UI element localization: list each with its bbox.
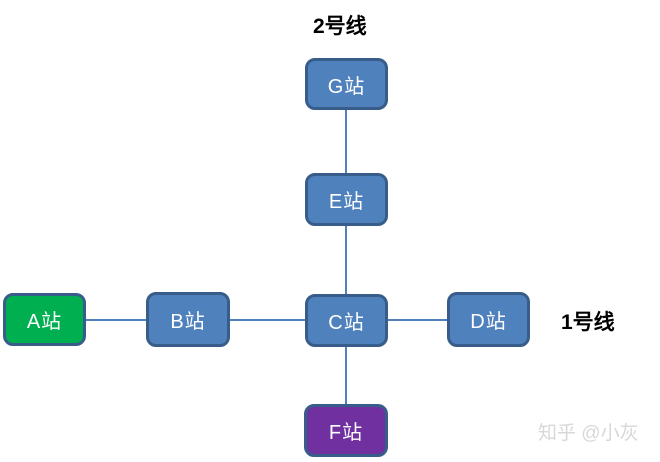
station-g: G站 xyxy=(305,58,388,110)
station-d: D站 xyxy=(447,292,530,347)
connector-e-c xyxy=(345,226,347,294)
station-d-label: D站 xyxy=(470,311,507,333)
station-c-label: C站 xyxy=(328,312,365,334)
connector-c-d xyxy=(387,319,447,321)
station-e-label: E站 xyxy=(328,191,365,213)
station-a: A站 xyxy=(3,293,86,346)
connector-c-f xyxy=(345,346,347,404)
station-c: C站 xyxy=(305,294,388,347)
station-b: B站 xyxy=(146,292,230,347)
connector-a-b xyxy=(85,319,146,321)
station-f: F站 xyxy=(304,404,388,457)
station-b-label: B站 xyxy=(170,311,206,333)
station-g-label: G站 xyxy=(327,75,366,98)
station-a-label: A站 xyxy=(26,311,63,333)
line2-label: 2号线 xyxy=(313,15,367,38)
station-e: E站 xyxy=(305,173,388,226)
connector-b-c xyxy=(229,319,305,321)
station-f-label: F站 xyxy=(328,422,364,444)
watermark: 知乎 @小灰 xyxy=(538,423,639,444)
connector-g-e xyxy=(345,110,347,173)
line1-label: 1号线 xyxy=(561,311,615,334)
